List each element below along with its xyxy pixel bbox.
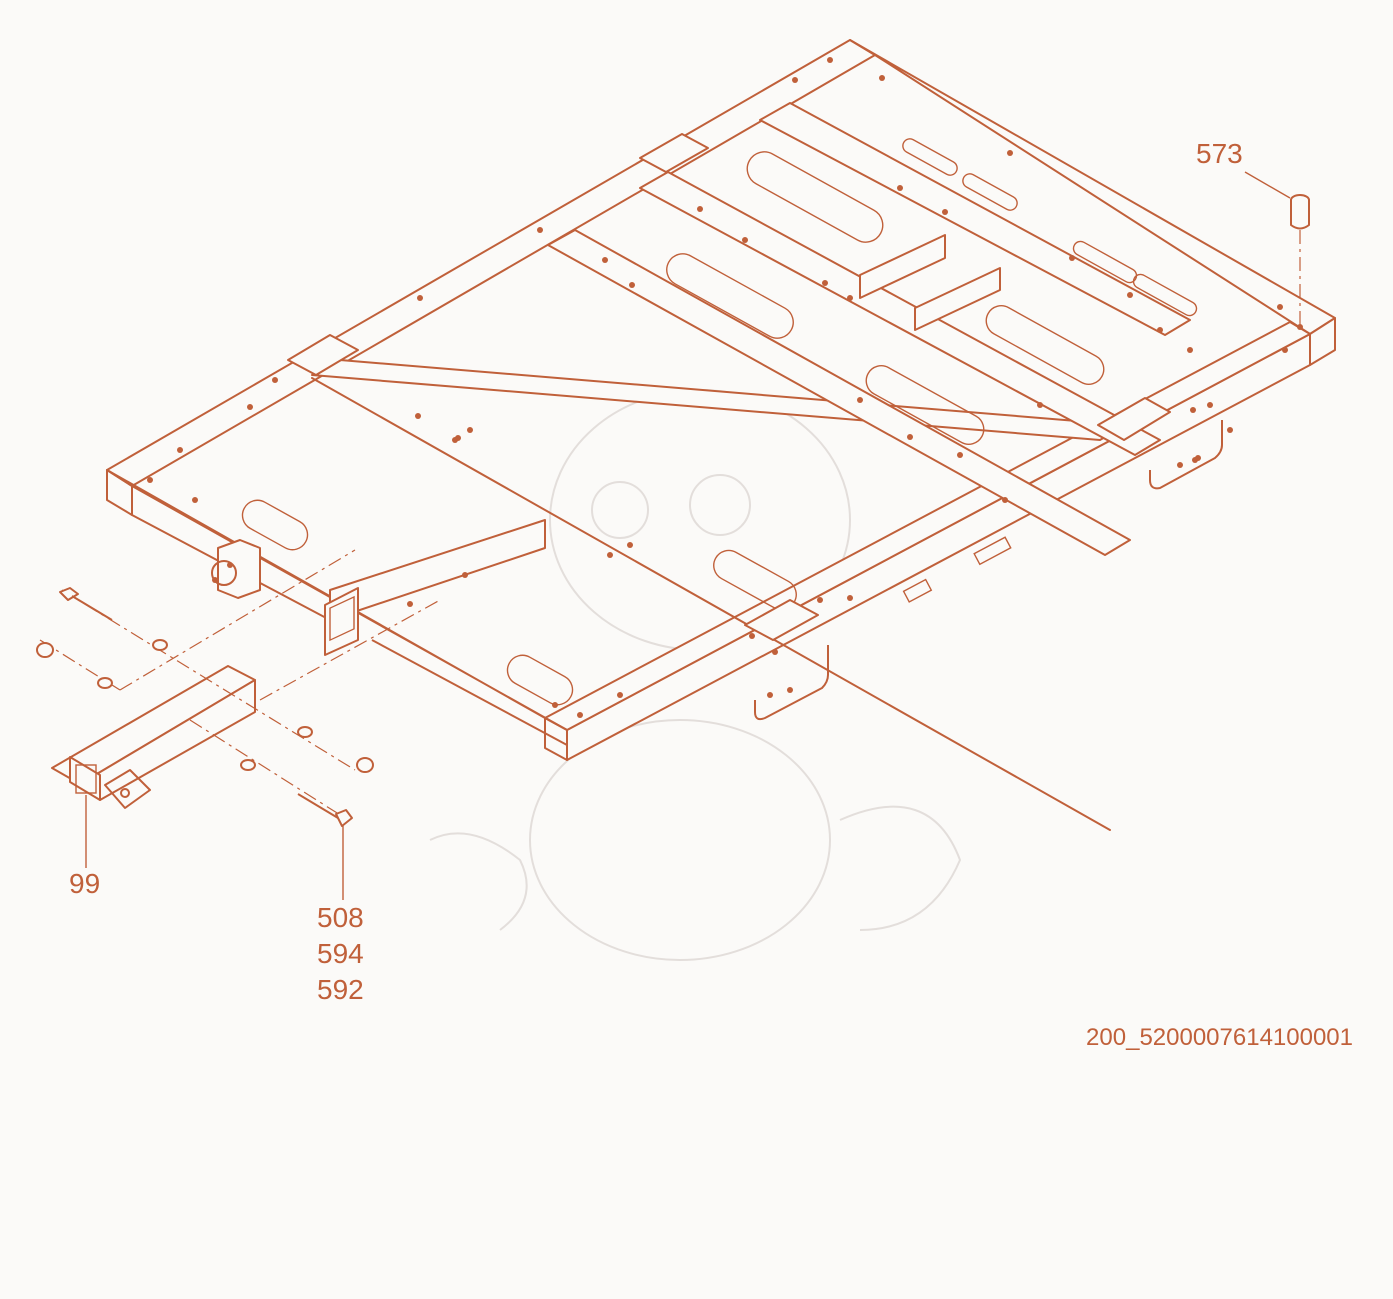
- frame-holes: [147, 57, 1303, 733]
- frame-hole: [1007, 150, 1013, 156]
- frame-hole: [417, 295, 423, 301]
- frame-hole: [602, 257, 608, 263]
- frame-hole: [857, 397, 863, 403]
- frame-hole: [627, 542, 633, 548]
- frame-hole: [147, 477, 153, 483]
- frame-hole: [827, 57, 833, 63]
- frame-hole: [1002, 497, 1008, 503]
- frame-hole: [1037, 402, 1043, 408]
- frame-hole: [227, 562, 233, 568]
- frame-hole: [1187, 347, 1193, 353]
- frame-hole: [617, 692, 623, 698]
- frame-hole: [907, 434, 913, 440]
- frame-hole: [455, 435, 461, 441]
- frame-hole: [942, 209, 948, 215]
- frame-hole: [272, 377, 278, 383]
- frame-hole: [879, 75, 885, 81]
- frame-hole: [817, 597, 823, 603]
- frame-hole: [1277, 304, 1283, 310]
- label-part-592: 592: [317, 974, 364, 1005]
- frame-hole: [1127, 292, 1133, 298]
- frame-hole: [697, 206, 703, 212]
- frame-hole: [247, 404, 253, 410]
- frame-hole: [467, 427, 473, 433]
- frame-hole: [212, 577, 218, 583]
- frame-hole: [822, 280, 828, 286]
- frame-hole: [1282, 347, 1288, 353]
- label-part-594: 594: [317, 938, 364, 969]
- slotted-openings: [241, 138, 1198, 706]
- frame-hole: [787, 687, 793, 693]
- fasteners: [36, 194, 1310, 827]
- frame-hole: [792, 77, 798, 83]
- frame-hole: [629, 282, 635, 288]
- frame-hole: [847, 295, 853, 301]
- frame-hole: [1297, 324, 1303, 330]
- mounting-plates: [287, 133, 1171, 641]
- leader-lines: [85, 171, 1291, 900]
- frame-hole: [1157, 327, 1163, 333]
- frame-hole: [177, 447, 183, 453]
- drawbar-part-99: [51, 665, 256, 809]
- label-part-573: 573: [1196, 138, 1243, 169]
- hitch-receivers: [211, 539, 359, 656]
- frame-hole: [1177, 462, 1183, 468]
- label-part-99: 99: [69, 868, 101, 899]
- cross-members: [311, 102, 1191, 831]
- frame-hole: [1069, 255, 1075, 261]
- frame-hole: [742, 237, 748, 243]
- frame-hole: [407, 601, 413, 607]
- frame-hole: [462, 572, 468, 578]
- frame-hole: [749, 633, 755, 639]
- frame-hole: [767, 692, 773, 698]
- frame-hole: [772, 649, 778, 655]
- frame-hole: [552, 702, 558, 708]
- under-brackets: [754, 420, 1223, 721]
- label-part-508: 508: [317, 902, 364, 933]
- frame-hole: [607, 552, 613, 558]
- drawing-id: 200_5200007614100001: [1086, 1024, 1353, 1051]
- frame-hole: [1192, 457, 1198, 463]
- frame-hole: [1207, 402, 1213, 408]
- frame-hole: [957, 452, 963, 458]
- frame-hole: [537, 227, 543, 233]
- assembly-axes: [39, 230, 1301, 819]
- frame-hole: [415, 413, 421, 419]
- frame-hole: [897, 185, 903, 191]
- frame-hole: [192, 497, 198, 503]
- frame-hole: [847, 595, 853, 601]
- frame-hole: [1227, 427, 1233, 433]
- frame-hole: [1190, 407, 1196, 413]
- frame-hole: [577, 712, 583, 718]
